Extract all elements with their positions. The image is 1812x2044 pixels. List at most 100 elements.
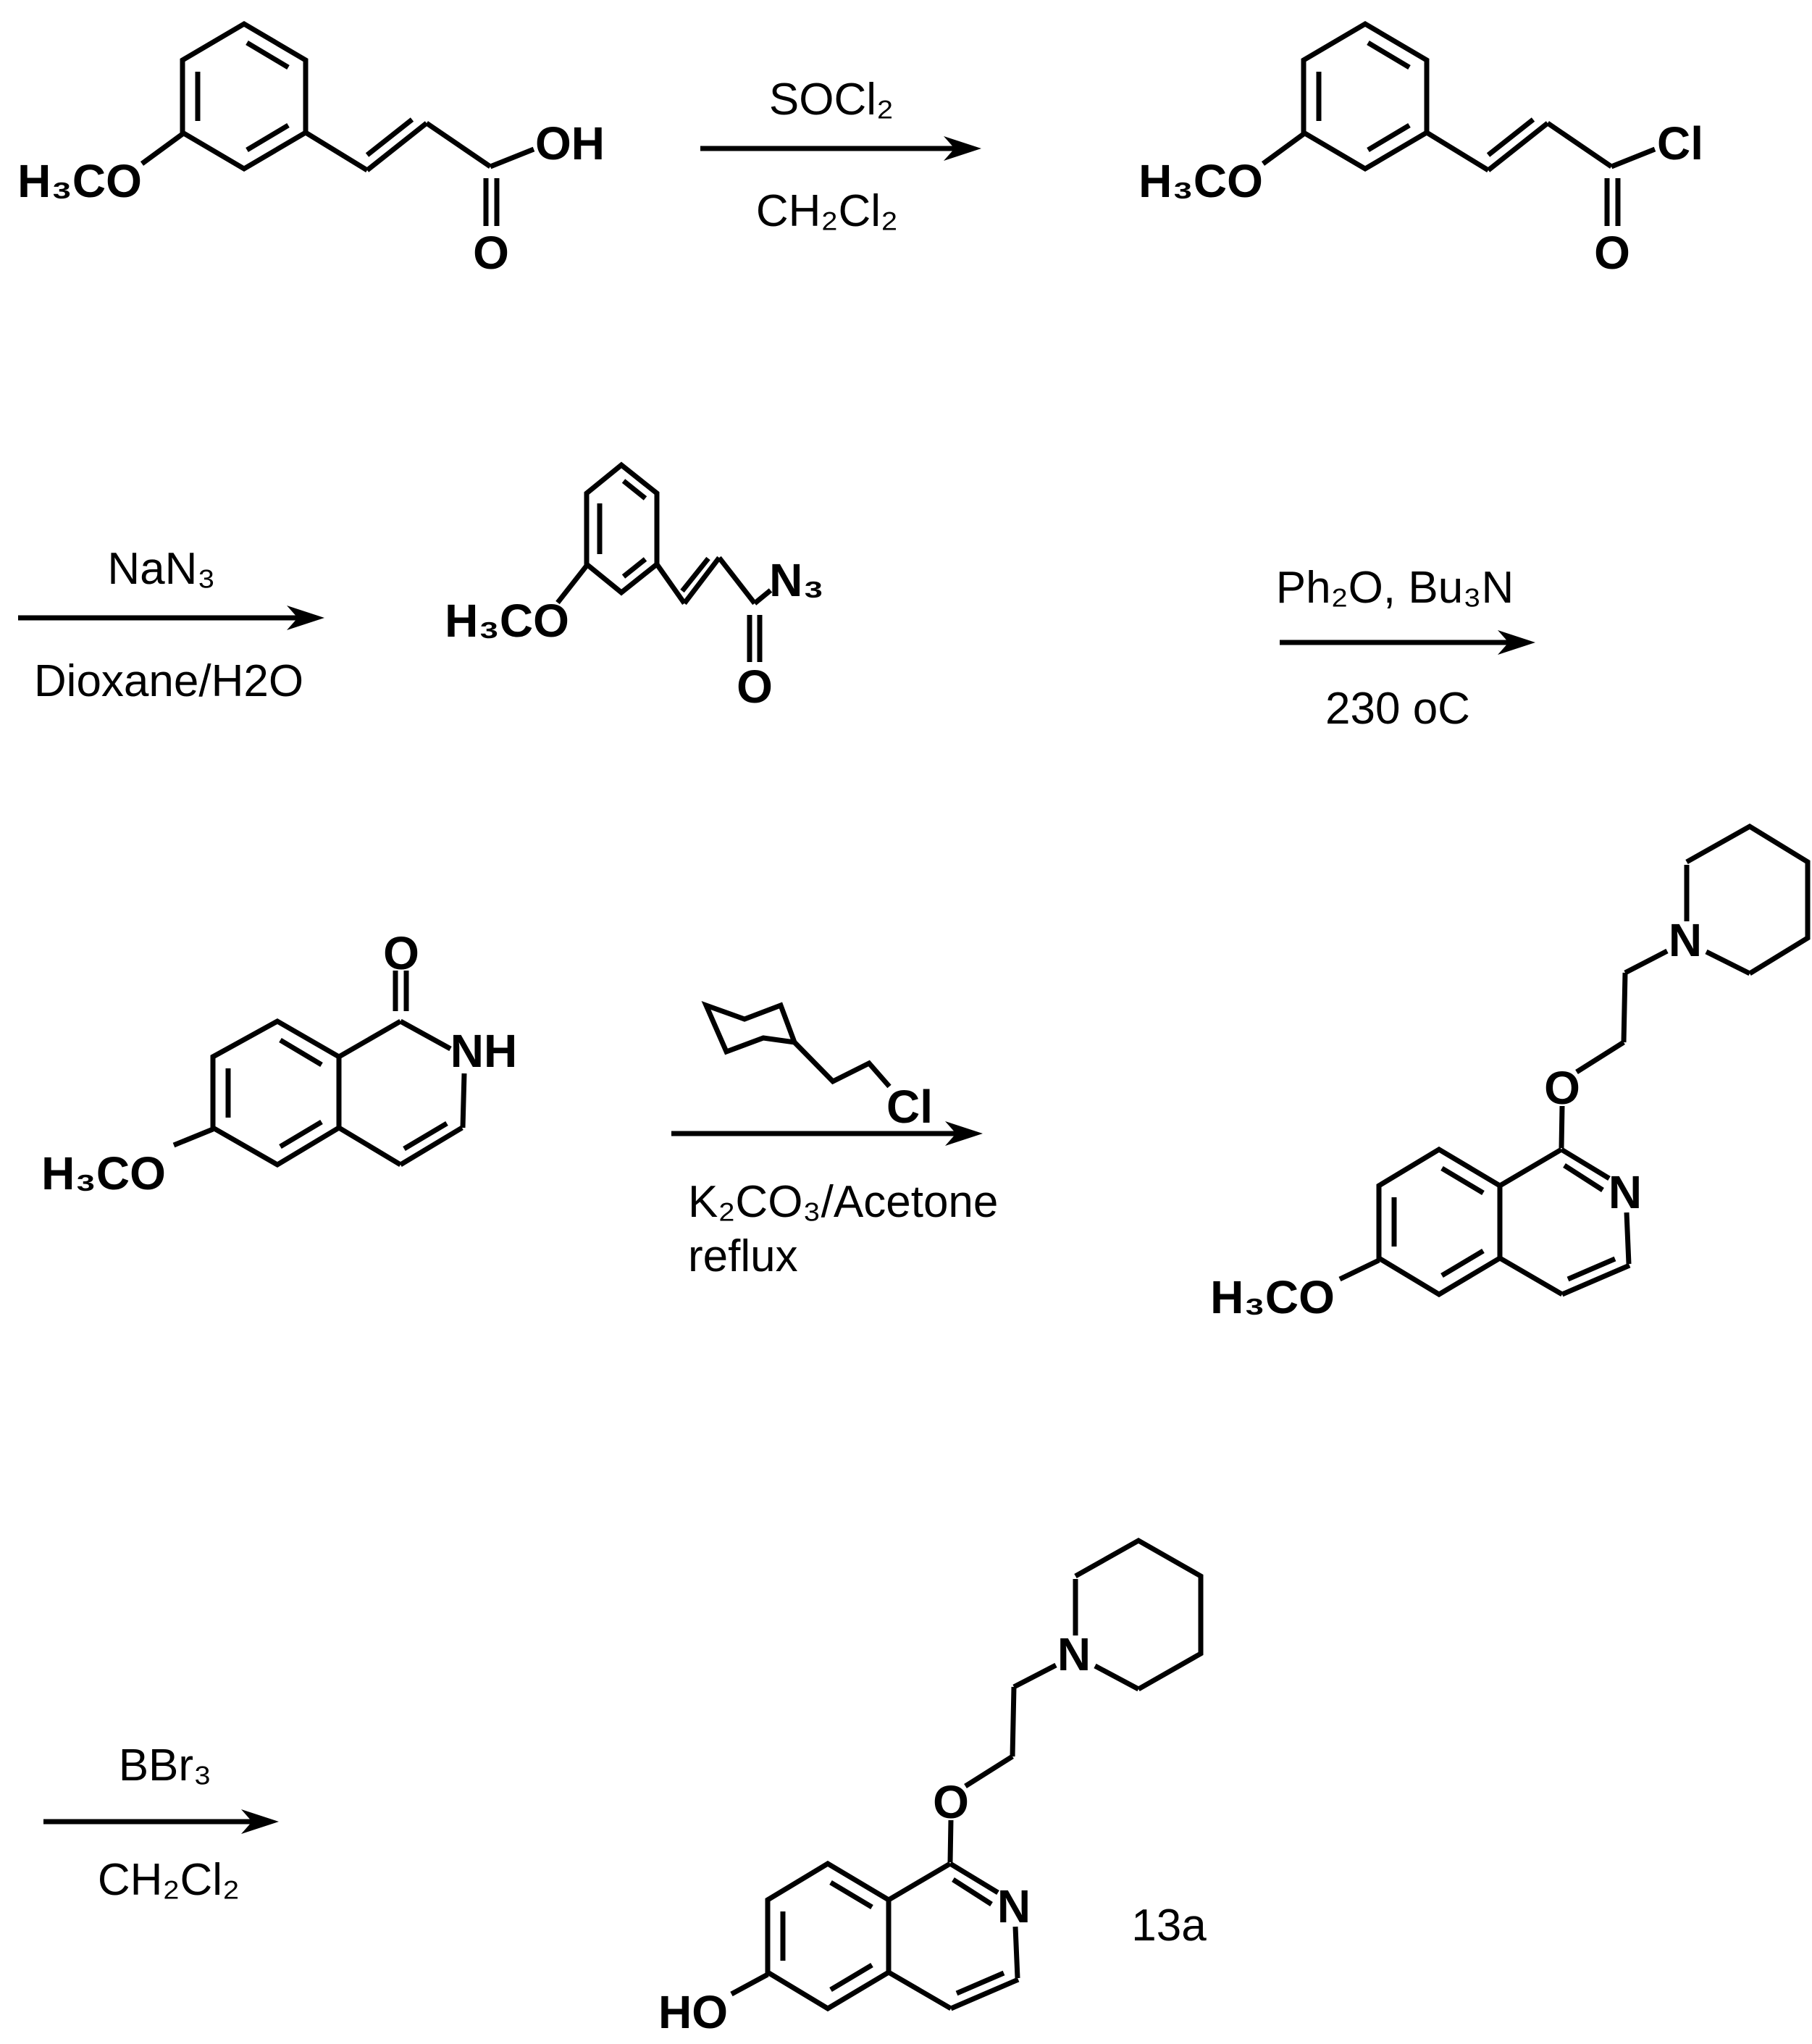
- arrow-head: [944, 136, 981, 161]
- alkene-inner-bond: [1486, 117, 1535, 157]
- chain-bond: [425, 121, 492, 169]
- reaction-arrow-5: BBr₃ CH₂Cl₂: [43, 1741, 279, 1905]
- hydroxyl-bond: [489, 146, 535, 169]
- arrow-head: [241, 1809, 279, 1834]
- ring-bond-c8a-c1: [1498, 1147, 1563, 1189]
- reagent-above: SOCl₂: [769, 75, 894, 125]
- c1-n-inner-bond: [1563, 1163, 1604, 1192]
- azide-bond: [752, 588, 773, 606]
- benzene-ring: [180, 20, 309, 172]
- ring-bond-c8a-c1: [337, 1018, 402, 1060]
- n-c3-bond: [1624, 1212, 1632, 1265]
- molecule-isoquinolinone: H₃CO O NH: [41, 927, 517, 1199]
- piperidine-chair-ring: [701, 1000, 799, 1055]
- benzene-ring: [210, 1018, 342, 1168]
- reaction-arrow-2: NaN₃ Dioxane/H2O: [18, 544, 324, 706]
- ethyl-bond: [1621, 972, 1628, 1043]
- benzene-ring: [765, 1860, 892, 2012]
- aromatic-inner-bond: [1367, 40, 1411, 70]
- vinyl-bond: [655, 562, 687, 606]
- alkene-inner-bond: [365, 117, 414, 157]
- reagent-below-2: reflux: [688, 1231, 798, 1281]
- ether-chain-bond: [1575, 1040, 1625, 1074]
- alkene-bond: [1486, 121, 1550, 172]
- c4-c4a-bond: [337, 1125, 402, 1168]
- hydroxyl-label: OH: [535, 117, 605, 169]
- ring-n-label: N: [1608, 1166, 1642, 1218]
- c3-c4-inner-bond: [403, 1121, 448, 1152]
- phenol-bond: [730, 1972, 769, 1997]
- carbonyl-o-label: O: [383, 927, 419, 979]
- c3-c4-double-bond: [399, 1125, 464, 1168]
- c3-c4-double-bond: [949, 1977, 1020, 2011]
- c1-n-inner-bond: [952, 1877, 993, 1906]
- c3-c4-double-bond: [1561, 1262, 1631, 1297]
- piperidine-n-label: N: [1057, 1628, 1091, 1680]
- molecule-methoxy-isoquinoline: H₃CO O N N: [1210, 823, 1811, 1323]
- reagent-above: BBr₃: [119, 1741, 212, 1790]
- ether-c1-bond: [947, 1819, 954, 1863]
- chain-bond: [1546, 121, 1613, 169]
- methoxy-bond: [555, 564, 589, 605]
- reaction-arrow-1: SOCl₂ CH₂Cl₂: [700, 75, 981, 236]
- ether-o-label: O: [1544, 1062, 1580, 1114]
- methoxy-label: H₃CO: [17, 155, 142, 207]
- reagent-chloroethylpiperidine: Cl: [701, 1000, 933, 1133]
- methoxy-label: H₃CO: [1138, 155, 1263, 207]
- piperidine-bond: [1094, 1663, 1140, 1692]
- c1-n-double-bond: [1560, 1147, 1611, 1181]
- aromatic-inner-bond: [1367, 122, 1411, 153]
- aromatic-inner-bond: [621, 557, 647, 579]
- vinyl-bond: [304, 130, 369, 172]
- ethyl-bond: [1010, 1686, 1017, 1757]
- aromatic-inner-bond: [246, 40, 290, 70]
- azide-label: N₃: [769, 554, 824, 606]
- chloride-label: Cl: [886, 1081, 933, 1133]
- molecule-acyl-azide: H₃CO N₃ O: [445, 461, 824, 713]
- aromatic-inner-bond: [279, 1119, 323, 1149]
- c4-c4a-bond: [1498, 1255, 1564, 1297]
- n-c3-bond: [460, 1073, 467, 1128]
- molecule-cinnamic-acid: H₃CO O OH: [17, 20, 605, 279]
- reagent-below: CH₂Cl₂: [756, 186, 898, 236]
- arrow-head: [1498, 630, 1535, 655]
- chloride-bond: [1610, 146, 1656, 169]
- carbonyl-o-label: O: [1594, 227, 1630, 279]
- methoxy-bond: [140, 132, 185, 166]
- chloride-label: Cl: [1657, 117, 1703, 169]
- piperidine-ring: [1685, 823, 1811, 976]
- molecule-hydroxy-isoquinoline: HO O N N: [658, 1537, 1204, 2038]
- carbonyl-double-bond: [747, 615, 763, 662]
- carbonyl-o-label: O: [473, 227, 509, 279]
- methoxy-label: H₃CO: [1210, 1271, 1335, 1323]
- molecule-acid-chloride: H₃CO O Cl: [1138, 20, 1703, 279]
- piperidine-bond: [1705, 949, 1751, 976]
- piperidine-ring: [1074, 1537, 1204, 1692]
- reaction-arrow-3: Ph₂O, Bu₃N 230 oC: [1276, 563, 1535, 734]
- c3-c4-inner-bond: [955, 1970, 1005, 1996]
- carbonyl-o-label: O: [737, 661, 773, 713]
- reagent-below: CH₂Cl₂: [98, 1855, 240, 1905]
- c1-n-double-bond: [949, 1861, 999, 1895]
- compound-id-label: 13a: [1131, 1901, 1207, 1951]
- reagent-below: 230 oC: [1325, 684, 1470, 734]
- amide-nh-label: NH: [450, 1025, 517, 1077]
- arrow-head: [287, 606, 324, 630]
- benzene-ring: [1376, 1146, 1503, 1298]
- arrow-head: [945, 1121, 983, 1146]
- piperidine-n-label: N: [1669, 914, 1702, 966]
- c3-c4-inner-bond: [1566, 1256, 1616, 1282]
- reagent-above: Ph₂O, Bu₃N: [1276, 563, 1514, 613]
- vinyl-bond: [1425, 130, 1490, 172]
- benzene-ring: [584, 461, 660, 596]
- reagent-below: Dioxane/H2O: [34, 656, 303, 706]
- aromatic-inner-bond: [246, 122, 290, 153]
- carbonyl-double-bond: [1604, 178, 1621, 226]
- aromatic-inner-bond: [829, 1880, 873, 1910]
- ring-bond-c8a-c1: [887, 1861, 952, 1903]
- chain-bond: [717, 556, 757, 606]
- reagent-below: K₂CO₃/Acetone: [688, 1177, 998, 1227]
- carbonyl-double-bond: [483, 178, 500, 226]
- aromatic-inner-bond: [1440, 1165, 1485, 1196]
- c1-n-bond: [399, 1018, 452, 1052]
